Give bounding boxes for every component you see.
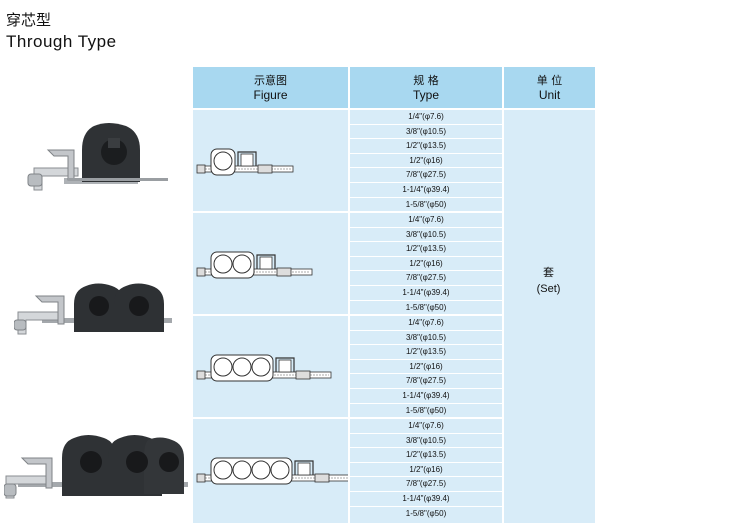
spec-row: 7/8"(φ27.5) [405,273,447,283]
spec-row: 1/2"(φ13.5) [405,450,447,460]
row-divider [350,285,502,286]
row-divider [350,255,502,257]
row-divider [350,373,502,375]
spec-row: 3/8"(φ10.5) [405,126,447,136]
clamp-diagram-icon [196,251,313,279]
spec-row: 7/8"(φ27.5) [405,376,447,386]
clamp-diagram-icon [196,457,348,485]
spec-row: 7/8"(φ27.5) [405,479,447,489]
clamp-diagram-icon [196,354,332,382]
row-divider [350,182,502,183]
row-divider [350,226,502,228]
row-divider [350,402,502,404]
spec-row: 3/8"(φ10.5) [405,332,447,342]
product-photo-single [26,118,176,198]
figure-diagram [193,213,348,316]
clamp-diagram-icon [196,148,294,176]
row-divider [350,358,502,360]
row-divider [350,505,502,507]
spec-row: 1/2"(φ13.5) [405,141,447,151]
header-unit-zh: 单 位 [536,73,563,87]
row-divider [350,270,502,272]
unit-en: (Set) [536,283,561,295]
title-chinese: 穿芯型 [6,11,52,29]
header-unit-en: Unit [538,87,561,102]
header-unit: 单 位 Unit [504,67,595,108]
spec-row: 1/2"(φ16) [409,258,443,268]
header-figure: 示意图 Figure [193,67,348,108]
product-photo-double [14,282,179,344]
column-divider [502,67,504,523]
group-divider [193,417,502,419]
spec-row: 1/2"(φ13.5) [405,244,447,254]
spec-row: 1/4"(φ7.6) [408,421,444,430]
row-divider [350,476,502,478]
header-type-zh: 规 格 [413,73,439,87]
product-photo-triple [4,430,189,506]
row-divider [350,388,502,389]
column-divider [348,67,350,523]
row-divider [350,138,502,140]
spec-row: 1-1/4"(φ39.4) [402,494,450,503]
spec-row: 1-5/8"(φ50) [405,302,447,312]
row-divider [350,152,502,154]
header-type: 规 格 Type [350,67,502,108]
spec-row: 1/4"(φ7.6) [408,215,444,224]
row-divider [350,241,502,243]
spec-row: 1-5/8"(φ50) [405,405,447,415]
spec-row: 1-1/4"(φ39.4) [402,288,450,297]
spec-row: 1/2"(φ16) [409,464,443,474]
row-divider [350,461,502,463]
row-divider [350,447,502,449]
unit-cell: 套 (Set) [502,265,595,297]
group-divider [193,314,502,316]
row-divider [350,344,502,346]
figure-diagram [193,110,348,213]
header-divider [193,108,595,110]
row-divider [350,299,502,301]
header-figure-zh: 示意图 [254,73,287,87]
spec-row: 1-5/8"(φ50) [405,199,447,209]
row-divider [350,123,502,125]
spec-row: 1/2"(φ16) [409,155,443,165]
figure-diagram [193,419,348,522]
row-divider [350,196,502,198]
header-type-en: Type [412,87,439,102]
group-divider [193,211,502,213]
spec-row: 3/8"(φ10.5) [405,229,447,239]
row-divider [350,491,502,492]
unit-zh: 套 [543,266,554,279]
row-divider [350,167,502,169]
title-english: Through Type [6,32,117,51]
spec-row: 1-5/8"(φ50) [405,508,447,518]
spec-row: 1-1/4"(φ39.4) [402,391,450,400]
spec-row: 1/2"(φ13.5) [405,347,447,357]
figure-diagram [193,316,348,419]
header-figure-en: Figure [253,87,288,102]
spec-row: 1/2"(φ16) [409,361,443,371]
spec-row: 1/4"(φ7.6) [408,318,444,327]
row-divider [350,432,502,434]
spec-table: 示意图 Figure 规 格 Type 单 位 Unit 1/4"(φ7.6) 3… [193,67,595,523]
spec-row: 1/4"(φ7.6) [408,112,444,121]
spec-row: 3/8"(φ10.5) [405,435,447,445]
row-divider [350,329,502,331]
spec-row: 1-1/4"(φ39.4) [402,185,450,194]
spec-row: 7/8"(φ27.5) [405,170,447,180]
